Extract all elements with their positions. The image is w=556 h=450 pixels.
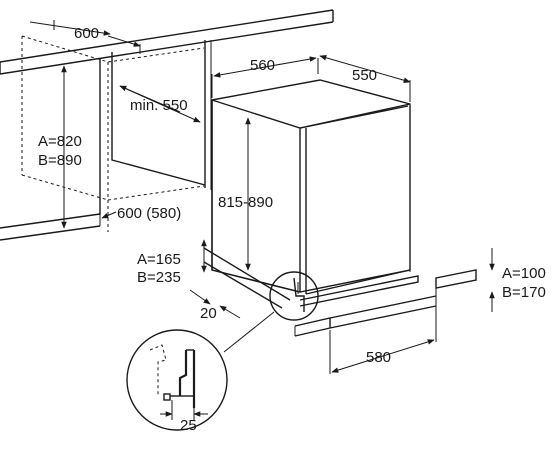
detail-zoom	[126, 329, 228, 431]
label-appliance-height: 815-890	[218, 194, 273, 211]
label-appliance-depth: 550	[352, 67, 377, 84]
label-plinth-b: B=235	[137, 269, 181, 286]
dim-cabinet-depth	[101, 211, 117, 219]
label-niche-height-b: B=890	[38, 152, 82, 169]
dim-min-depth	[119, 85, 201, 123]
label-appliance-width: 560	[250, 57, 275, 74]
dim-plinth-depth	[331, 339, 435, 373]
label-kick-a: A=100	[502, 265, 546, 282]
dim-appliance-width	[211, 56, 319, 98]
label-plinth-a: A=165	[137, 251, 181, 268]
label-plinth-offset: 20	[200, 305, 217, 322]
label-cabinet-width: 600	[74, 25, 99, 42]
label-cabinet-depth: 600 (580)	[117, 205, 181, 222]
label-kick-b: B=170	[502, 284, 546, 301]
detail-marker	[223, 271, 319, 353]
label-min-depth: min. 550	[130, 97, 188, 114]
dim-cabinet-width	[29, 20, 141, 54]
label-detail-gap: 25	[180, 417, 197, 434]
dim-appliance-depth	[319, 55, 411, 102]
cabinet-niche	[0, 35, 212, 241]
kick-plate	[294, 269, 477, 374]
plinth-left	[189, 239, 291, 319]
label-niche-height-a: A=820	[38, 133, 82, 150]
label-plinth-depth: 580	[366, 349, 391, 366]
countertop	[0, 9, 334, 75]
